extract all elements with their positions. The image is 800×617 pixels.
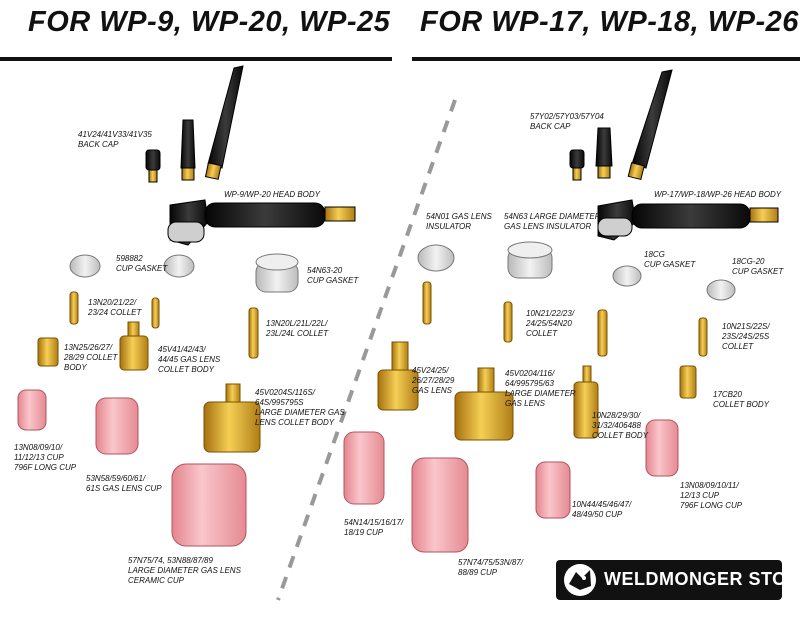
label-cup-gasket-small: 598882 CUP GASKET [116,254,168,273]
gas-lens-body-left [119,321,149,371]
label-cup-right-large: 57N74/75/53N/87/ 88/89 CUP [458,558,523,577]
label-collet-body: 13N25/26/27/ 28/29 COLLET BODY [64,343,118,372]
collet-large [248,307,259,359]
collet-right-c [597,309,608,357]
head-body-wp17 [597,199,779,241]
label-head-body-left: WP-9/WP-20 HEAD BODY [224,190,321,199]
back-cap-right-short [569,149,585,181]
label-large-ceramic-cup: 57N75/74, 53N88/87/89 LARGE DIAMETER GAS… [128,556,241,585]
label-collet: 13N20/21/22/ 23/24 COLLET [88,298,142,317]
back-cap-medium [180,119,196,181]
label-back-cap-right: 57Y02/57Y03/57Y04 BACK CAP [530,112,604,131]
label-head-body-right: WP-17/WP-18/WP-26 HEAD BODY [654,190,782,199]
collet-body-right-short [679,365,697,399]
long-cup-left [17,389,47,431]
label-collet-body-right: 10N28/29/30/ 31/32/406488 COLLET BODY [592,411,649,440]
label-collet-right: 10N21/22/23/ 24/25/54N20 COLLET [526,309,575,338]
collet-a [69,291,79,325]
cup-right-small [535,461,571,519]
long-cup-right [645,419,679,477]
label-large-gas-lens-right: 45V0204/116/ 64/995795/63 LARGE DIAMETER… [505,369,576,408]
collet-b [151,297,160,329]
label-long-cup-left: 13N08/09/10/ 11/12/13 CUP 796F LONG CUP [14,443,77,472]
label-collet-right-s: 10N21S/22S/ 23S/24S/25S COLLET [722,322,770,351]
gas-lens-cup-left [95,397,139,455]
label-large-gas-lens-insulator: 54N63 LARGE DIAMETER GAS LENS INSULATOR [504,212,601,231]
label-gas-lens-cup: 53N58/59/60/61/ 61S GAS LENS CUP [86,474,162,493]
label-cup-gasket-right: 18CG CUP GASKET [644,250,696,269]
label-cup-gasket-right-2: 18CG-20 CUP GASKET [732,257,784,276]
gas-lens-right [377,341,419,411]
right-header-rule [412,57,800,61]
beast-emblem-icon [564,564,596,596]
head-body-wp9 [167,199,356,246]
cup-gasket-small-a [69,254,101,278]
cup-right-a [343,431,385,505]
collet-body-right-long [573,365,599,439]
cup-gasket-large [255,253,299,293]
label-cup-right-small: 10N44/45/46/47/ 48/49/50 CUP [572,500,632,519]
large-gas-lens-right [454,367,514,441]
brand-name: WELDMONGER STORE [604,569,800,589]
left-section-header: FOR WP-9, WP-20, WP-25 [28,6,391,38]
cup-gasket-right-a [612,265,642,287]
cup-gasket-right-b [706,279,736,301]
back-cap-right-medium [595,127,613,179]
weldmonger-store-logo: WELDMONGER STORE [556,560,800,600]
gas-lens-insulator [417,244,455,272]
label-back-cap-left: 41V24/41V33/41V35 BACK CAP [78,130,152,149]
label-cup-right: 54N14/15/16/17/ 18/19 CUP [344,518,404,537]
section-divider [276,99,457,601]
large-gas-lens-insulator [507,241,553,279]
label-large-gas-lens-collet-body: 45V0204S/116S/ 64S/995795S LARGE DIAMETE… [255,388,345,427]
back-cap-right-long [627,69,673,181]
collet-right-a [422,281,432,325]
cup-right-large [411,457,469,553]
left-header-rule [0,57,392,61]
label-collet-large: 13N20L/21L/22L/ 23L/24L COLLET [266,319,329,338]
back-cap-long [204,65,244,180]
collet-right-s [698,317,708,357]
collet-body-left [37,337,59,367]
right-section-header: FOR WP-17, WP-18, WP-26 [420,6,799,38]
label-gas-lens-right: 45V24/25/ 26/27/28/29 GAS LENS [412,366,455,395]
label-gas-lens-insulator: 54N01 GAS LENS INSULATOR [426,212,492,231]
label-gas-lens-collet-body: 45V41/42/43/ 44/45 GAS LENS COLLET BODY [158,345,221,374]
large-ceramic-cup-left [171,463,247,547]
label-cup-gasket-large: 54N63-20 CUP GASKET [307,266,359,285]
label-collet-body-right-short: 17CB20 COLLET BODY [713,390,770,409]
back-cap-short [145,149,161,183]
cup-gasket-small-b [163,254,195,278]
label-long-cup-right: 13N08/09/10/11/ 12/13 CUP 796F LONG CUP [680,481,743,510]
collet-right-b [503,301,513,343]
large-gas-lens-body-left [203,383,261,453]
